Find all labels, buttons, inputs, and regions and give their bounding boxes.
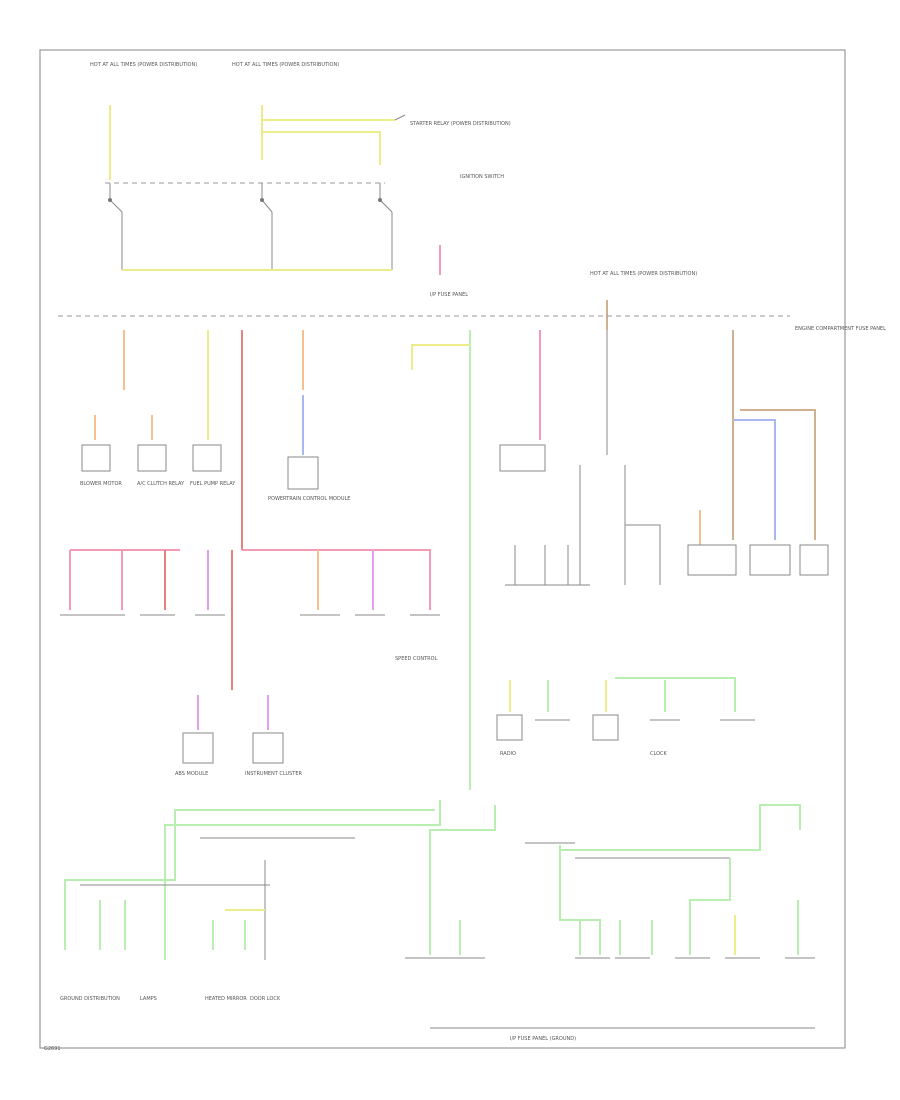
bottom-connectors — [405, 957, 815, 1029]
lamps-label: LAMPS — [140, 996, 157, 1002]
component-cluster — [252, 732, 284, 764]
bottom-ground-label: I/P FUSE PANEL (GROUND) — [510, 1036, 576, 1042]
wire-blu-2 — [733, 419, 776, 540]
diagram-frame — [39, 49, 846, 1049]
starter-label: STARTER RELAY (POWER DISTRIBUTION) — [410, 121, 511, 127]
switch-top — [394, 114, 406, 121]
pcm-label: POWERTRAIN CONTROL MODULE — [268, 496, 350, 502]
ground-dist-label: GROUND DISTRIBUTION — [60, 996, 120, 1002]
wire-grn-bus-5 — [560, 804, 801, 851]
wire-tan-3 — [740, 409, 816, 540]
radio-label: RADIO — [500, 751, 516, 757]
right-mid-components — [505, 465, 829, 586]
ac-label: A/C CLUTCH RELAY — [137, 481, 185, 487]
component-row-1 — [81, 415, 546, 490]
wire-yel-4 — [262, 131, 381, 165]
switch-group-2 — [260, 183, 273, 270]
wire-grn-bus-1 — [164, 800, 441, 960]
wire-pnk-bus-2 — [242, 549, 431, 610]
hot-label-3: HOT AT ALL TIMES (POWER DISTRIBUTION) — [590, 271, 697, 277]
abs-label: ABS MODULE — [175, 771, 208, 777]
lower-right-components — [496, 677, 755, 741]
component-abs — [182, 732, 214, 764]
hot-label-2: HOT AT ALL TIMES (POWER DISTRIBUTION) — [232, 62, 339, 68]
blower-label: BLOWER MOTOR — [80, 481, 122, 487]
engine-comp-label: ENGINE COMPARTMENT FUSE PANEL — [795, 326, 886, 332]
cluster-label: INSTRUMENT CLUSTER — [245, 771, 303, 777]
cruise-label: SPEED CONTROL — [395, 656, 438, 662]
clock-label: CLOCK — [650, 751, 668, 757]
ignition-switch-label: IGNITION SWITCH — [460, 174, 504, 180]
wire-grn-bus-3 — [429, 805, 496, 955]
hot-label-1: HOT AT ALL TIMES (POWER DISTRIBUTION) — [90, 62, 197, 68]
wire-yel-7 — [411, 344, 470, 370]
switch-group-1 — [108, 183, 123, 270]
fuse-panel-label: I/P FUSE PANEL — [430, 292, 468, 298]
switch-group-3 — [378, 183, 393, 270]
fuelpump-label: FUEL PUMP RELAY — [190, 481, 236, 487]
doorlock-label: DOOR LOCK — [250, 996, 281, 1002]
wire-grn-bus-2 — [64, 809, 435, 950]
footer-code: G2691 — [44, 1046, 61, 1052]
mirror-label: HEATED MIRROR — [205, 996, 247, 1002]
wire-grn-7 — [689, 858, 731, 955]
